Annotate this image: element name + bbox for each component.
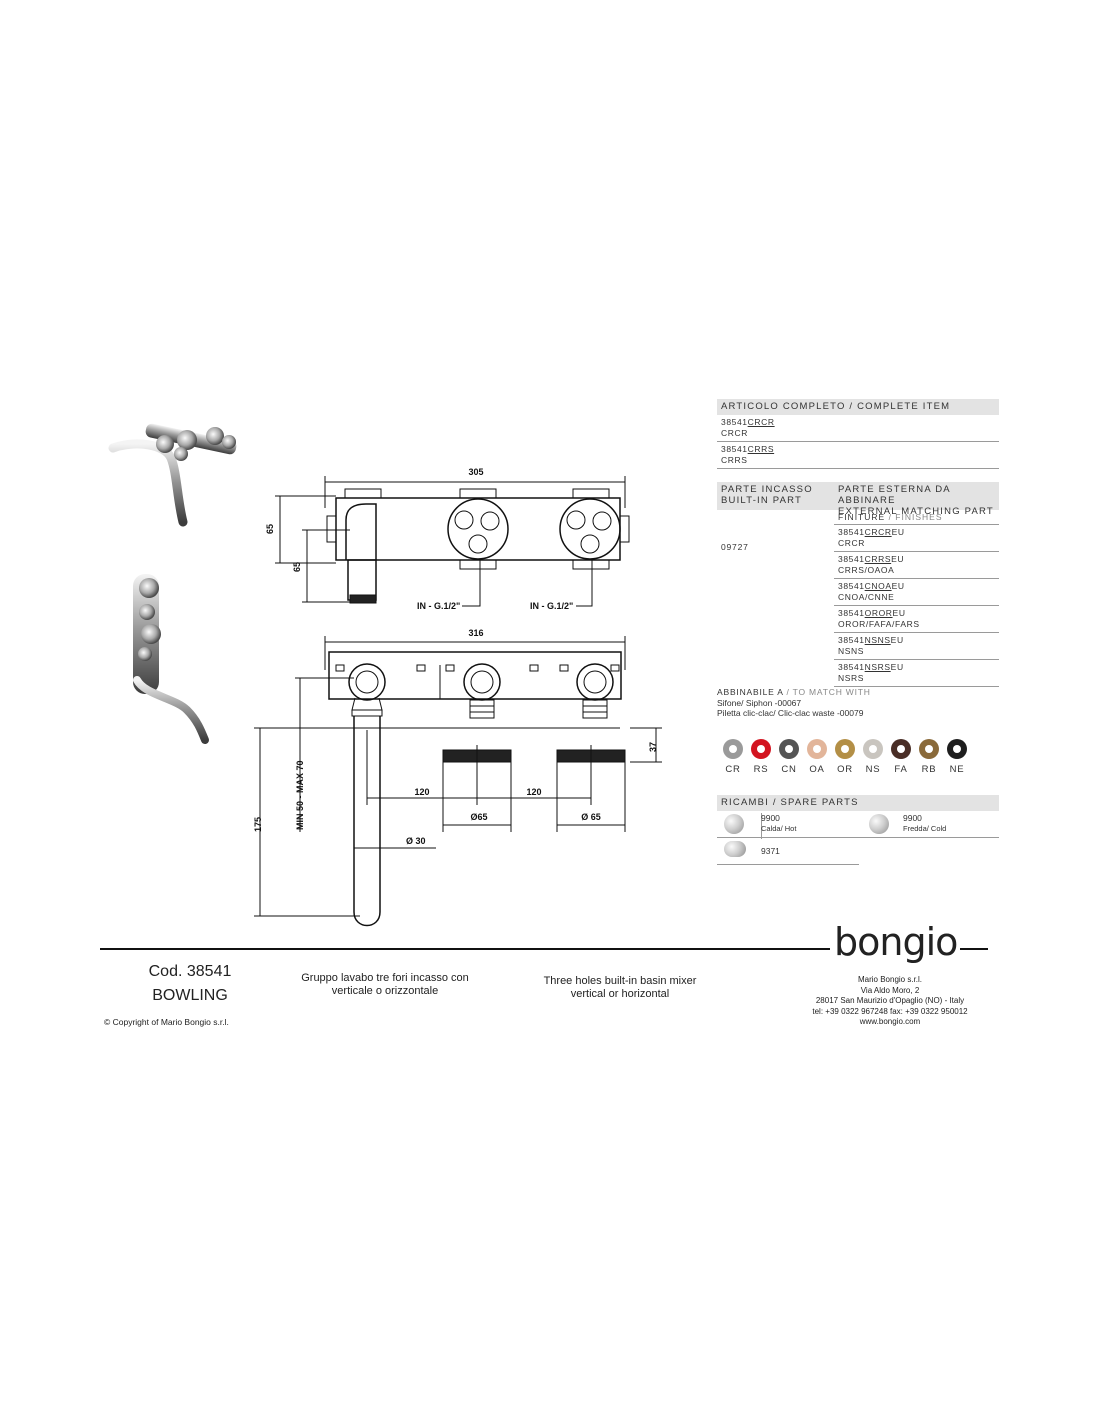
dim-120-left: 120 bbox=[414, 787, 429, 797]
finish-swatch-ns bbox=[863, 739, 883, 759]
builtin-code: 09727 bbox=[721, 542, 749, 552]
finish-code: NE bbox=[949, 764, 965, 775]
finish-code: RB bbox=[921, 764, 937, 775]
cartridge-icon bbox=[869, 814, 889, 834]
bongio-logo: bongio bbox=[834, 920, 958, 964]
complete-item-row: 38541CRRS CRRS bbox=[717, 442, 999, 469]
finish-code: FA bbox=[894, 764, 908, 775]
company-address: Mario Bongio s.r.l. Via Aldo Moro, 2 280… bbox=[812, 975, 968, 1026]
dim-dia65-right: Ø 65 bbox=[581, 812, 601, 822]
dim-316: 316 bbox=[468, 628, 483, 638]
complete-item-header: ARTICOLO COMPLETO / COMPLETE ITEM bbox=[717, 399, 999, 415]
finish-swatch-fa bbox=[891, 739, 911, 759]
footer-rule bbox=[100, 948, 830, 950]
finish-swatch-ne bbox=[947, 739, 967, 759]
technical-drawing: 305 316 65 65 IN - G.1/2" IN - G.1/2" 17… bbox=[253, 467, 662, 927]
finish-code: CN bbox=[781, 764, 797, 775]
finish-code: OA bbox=[809, 764, 825, 775]
dim-37: 37 bbox=[648, 742, 658, 752]
spare-row: 9371 bbox=[717, 838, 859, 865]
finish-code: CR bbox=[725, 764, 741, 775]
finish-swatches: CR RS CN OA OR NS FA RB NE bbox=[717, 737, 999, 779]
cartridge-icon bbox=[724, 814, 744, 834]
dim-dia65-left: Ø65 bbox=[470, 812, 487, 822]
inlet-label-2: IN - G.1/2" bbox=[530, 601, 573, 611]
finish-swatch-rb bbox=[919, 739, 939, 759]
inlet-label-1: IN - G.1/2" bbox=[417, 601, 460, 611]
product-photo-vertical bbox=[133, 574, 209, 744]
dim-305: 305 bbox=[468, 467, 483, 477]
finish-code: RS bbox=[753, 764, 769, 775]
dim-dia30: Ø 30 bbox=[406, 836, 426, 846]
dim-65-top: 65 bbox=[265, 524, 275, 534]
finish-swatch-rs bbox=[751, 739, 771, 759]
info-column: ARTICOLO COMPLETO / COMPLETE ITEM 38541C… bbox=[717, 399, 999, 687]
parts-header: PARTE INCASSO BUILT-IN PART PARTE ESTERN… bbox=[717, 482, 999, 517]
description-en: Three holes built-in basin mixer vertica… bbox=[543, 975, 697, 1000]
dim-120-right: 120 bbox=[526, 787, 541, 797]
finish-code: NS bbox=[865, 764, 881, 775]
complete-item-row: 38541CRCR CRCR bbox=[717, 415, 999, 442]
aerator-icon bbox=[724, 841, 746, 857]
finish-swatch-oa bbox=[807, 739, 827, 759]
dim-min-max: MIN 50 - MAX 70 bbox=[295, 760, 305, 830]
copyright: © Copyright of Mario Bongio s.r.l. bbox=[104, 1017, 229, 1027]
finish-swatch-or bbox=[835, 739, 855, 759]
dim-175: 175 bbox=[253, 817, 263, 832]
finishes-label: FINITURE / FINISHES bbox=[834, 510, 999, 525]
spare-parts-header: RICAMBI / SPARE PARTS bbox=[717, 795, 999, 811]
finish-swatch-cn bbox=[779, 739, 799, 759]
description-it: Gruppo lavabo tre fori incasso con verti… bbox=[301, 972, 469, 997]
finish-code: OR bbox=[837, 764, 853, 775]
footer-rule-end bbox=[960, 948, 988, 950]
finish-swatch-cr bbox=[723, 739, 743, 759]
dim-65-bottom: 65 bbox=[292, 562, 302, 572]
match-with: ABBINABILE A / TO MATCH WITH Sifone/ Sip… bbox=[717, 687, 871, 718]
product-photo-horizontal bbox=[108, 423, 237, 527]
product-code: Cod. 38541 BOWLING bbox=[148, 963, 232, 1004]
